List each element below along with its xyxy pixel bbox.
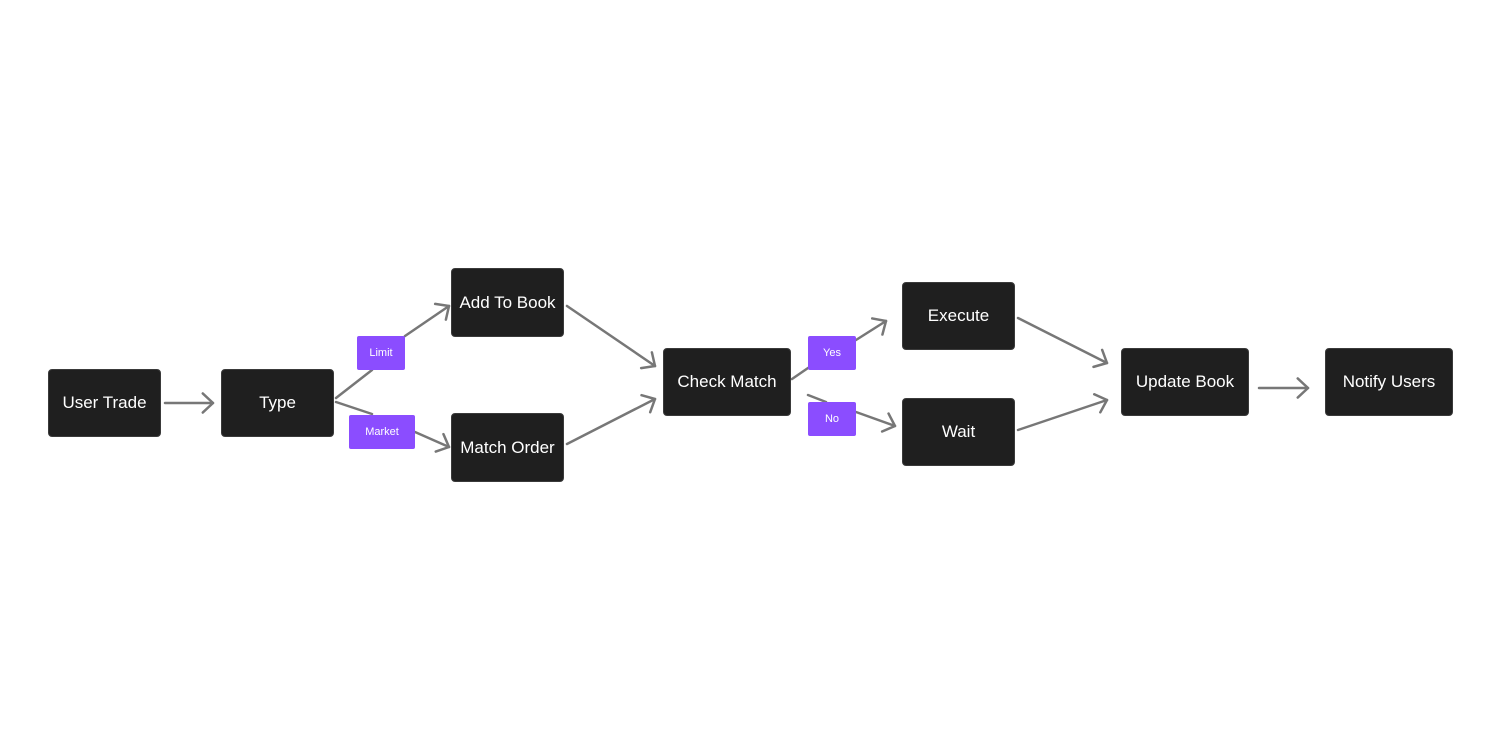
edge-label-market[interactable]: Market bbox=[349, 415, 415, 449]
node-type[interactable]: Type bbox=[221, 369, 334, 437]
arrowhead bbox=[870, 317, 888, 336]
edge-label-limit[interactable]: Limit bbox=[357, 336, 405, 370]
edge-type-to-match-order bbox=[334, 400, 451, 453]
edge-check-match-to-wait bbox=[806, 393, 897, 433]
edge-label-no[interactable]: No bbox=[808, 402, 856, 436]
node-match-order[interactable]: Match Order bbox=[451, 413, 564, 482]
node-execute[interactable]: Execute bbox=[902, 282, 1015, 350]
edge-wait-to-update-book bbox=[1016, 393, 1109, 432]
edge-add-to-book-to-check-match bbox=[565, 304, 657, 370]
arrowhead bbox=[1296, 377, 1310, 399]
node-update-book[interactable]: Update Book bbox=[1121, 348, 1249, 416]
edge-update-book-to-notify-users bbox=[1257, 377, 1310, 399]
node-wait[interactable]: Wait bbox=[902, 398, 1015, 466]
node-notify-users[interactable]: Notify Users bbox=[1325, 348, 1453, 416]
arrowhead bbox=[639, 351, 657, 370]
arrowhead bbox=[433, 302, 451, 321]
edge-execute-to-update-book bbox=[1016, 316, 1109, 369]
arrowhead bbox=[201, 392, 215, 414]
arrowhead bbox=[434, 432, 451, 453]
edge-label-yes[interactable]: Yes bbox=[808, 336, 856, 370]
arrowhead bbox=[1092, 393, 1109, 414]
arrowhead bbox=[880, 412, 897, 433]
node-check-match[interactable]: Check Match bbox=[663, 348, 791, 416]
node-add-to-book[interactable]: Add To Book bbox=[451, 268, 564, 337]
arrowhead bbox=[1092, 348, 1109, 369]
edge-type-to-add-to-book bbox=[334, 302, 451, 400]
edge-user-trade-to-type bbox=[163, 392, 215, 414]
node-user-trade[interactable]: User Trade bbox=[48, 369, 161, 437]
edge-check-match-to-execute bbox=[790, 317, 888, 381]
arrowhead bbox=[640, 393, 657, 414]
edge-match-order-to-check-match bbox=[565, 393, 657, 446]
